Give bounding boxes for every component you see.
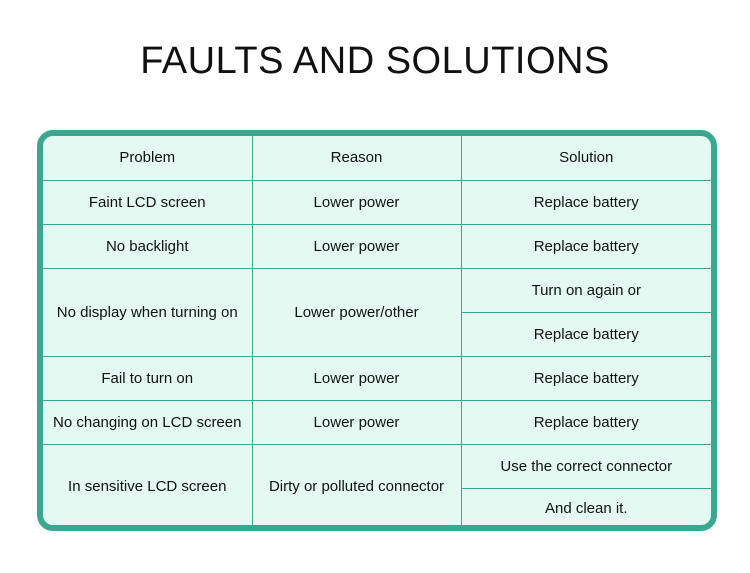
solution-cell: Replace battery	[460, 355, 711, 401]
solution-cell: Replace battery	[460, 179, 711, 225]
problem-cell: No display when turning on	[43, 267, 253, 357]
table-header-row: Problem Reason Solution	[43, 136, 711, 181]
table-subrow: And clean it.	[43, 487, 711, 525]
problem-cell: No changing on LCD screen	[43, 399, 253, 445]
problem-cell: No backlight	[43, 223, 253, 269]
reason-cell: Lower power	[251, 223, 462, 269]
problem-cell: In sensitive LCD screen	[43, 443, 253, 525]
table-row: No backlight Lower power Replace battery	[43, 223, 711, 269]
reason-cell: Lower power	[251, 355, 462, 401]
header-reason: Reason	[251, 136, 462, 181]
solution-cell: Turn on again or	[460, 267, 711, 313]
reason-cell: Lower power/other	[251, 267, 462, 357]
solution-cell: Replace battery	[460, 399, 711, 445]
table-row: Fail to turn on Lower power Replace batt…	[43, 355, 711, 401]
header-problem: Problem	[43, 136, 253, 181]
solution-cell: Replace battery	[461, 311, 711, 357]
problem-cell: Faint LCD screen	[43, 179, 253, 225]
faults-table-frame: Problem Reason Solution Faint LCD screen…	[37, 130, 717, 531]
table-row: In sensitive LCD screen Dirty or pollute…	[43, 443, 711, 525]
table-row: No changing on LCD screen Lower power Re…	[43, 399, 711, 445]
table-row: Faint LCD screen Lower power Replace bat…	[43, 179, 711, 225]
table-subrow: Replace battery	[43, 311, 711, 357]
faults-table: Problem Reason Solution Faint LCD screen…	[43, 136, 711, 525]
solution-cell: Use the correct connector	[460, 443, 711, 489]
table-row: No display when turning on Lower power/o…	[43, 267, 711, 357]
problem-cell: Fail to turn on	[43, 355, 253, 401]
solution-cell: And clean it.	[461, 487, 711, 525]
solution-cell: Replace battery	[460, 223, 711, 269]
reason-cell: Lower power	[251, 399, 462, 445]
reason-cell: Dirty or polluted connector	[251, 443, 462, 525]
page-title: FAULTS AND SOLUTIONS	[140, 40, 610, 82]
header-solution: Solution	[460, 136, 711, 181]
reason-cell: Lower power	[251, 179, 462, 225]
